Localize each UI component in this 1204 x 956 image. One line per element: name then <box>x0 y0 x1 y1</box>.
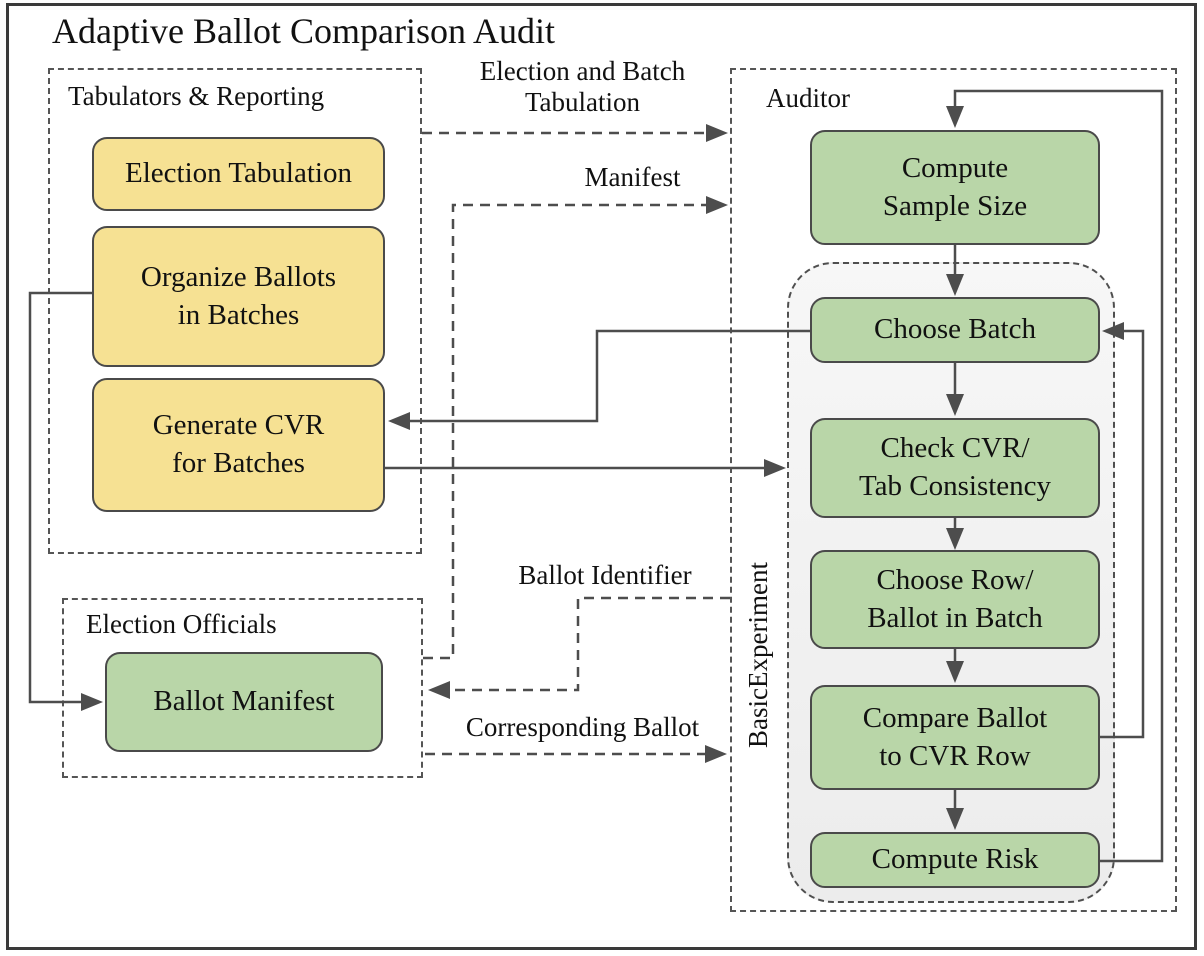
arrowhead-right-corresponding-ballot <box>705 745 727 763</box>
arrowhead-down-compare-ballot <box>946 661 964 683</box>
arrowhead-down-choose-row <box>946 528 964 550</box>
arrowhead-left-choose-batch-loop <box>1102 322 1124 340</box>
node-compare-ballot-to-cvr-row: Compare Ballot to CVR Row <box>810 685 1100 790</box>
node-organize-ballots-in-batches: Organize Ballots in Batches <box>92 226 385 367</box>
node-compute-risk: Compute Risk <box>810 832 1100 888</box>
edge-label-ballot-identifier: Ballot Identifier <box>518 560 692 590</box>
election-officials-container <box>62 598 423 778</box>
arrowhead-right-ballot-manifest <box>81 693 103 711</box>
arrowhead-left-ballot-identifier <box>428 681 450 699</box>
node-check-cvr-tab-consistency: Check CVR/ Tab Consistency <box>810 418 1100 518</box>
arrowhead-left-generate-cvr <box>388 412 410 430</box>
arrowhead-down-check-cvr <box>946 394 964 416</box>
arrowhead-down-choose-batch <box>946 274 964 296</box>
edge-label-election-and-batch-tabulation: Election and Batch Tabulation <box>479 56 686 117</box>
arrowhead-down-sample-size-loop <box>946 106 964 128</box>
arrowhead-down-compute-risk <box>946 808 964 830</box>
basic-experiment-label: BasicExperiment <box>743 562 773 748</box>
auditor-container <box>730 68 1177 912</box>
node-generate-cvr-for-batches: Generate CVR for Batches <box>92 378 385 512</box>
arrow-organize-ballots-to-ballot-manifest <box>28 291 92 704</box>
auditor-label: Auditor <box>766 83 850 113</box>
arrowhead-right-check-cvr-feed <box>764 459 786 477</box>
tabulators-reporting-label: Tabulators & Reporting <box>68 81 325 111</box>
arrowhead-right-election-batch <box>706 124 728 142</box>
node-choose-batch: Choose Batch <box>810 297 1100 363</box>
edge-label-manifest: Manifest <box>584 162 681 192</box>
diagram-title: Adaptive Ballot Comparison Audit <box>52 11 555 51</box>
election-officials-label: Election Officials <box>86 609 277 639</box>
dashed-line-manifest <box>423 203 706 660</box>
figure-border <box>6 3 1197 950</box>
dashed-line-ballot-identifier <box>450 596 730 692</box>
node-election-tabulation: Election Tabulation <box>92 137 385 211</box>
node-choose-row-ballot-in-batch: Choose Row/ Ballot in Batch <box>810 550 1100 649</box>
node-ballot-manifest: Ballot Manifest <box>105 652 383 752</box>
arrow-choose-batch-to-generate-cvr <box>410 329 810 423</box>
tabulators-reporting-container <box>48 68 422 554</box>
arrowhead-right-manifest <box>706 196 728 214</box>
node-compute-sample-size: Compute Sample Size <box>810 130 1100 245</box>
edge-label-corresponding-ballot: Corresponding Ballot <box>465 712 700 742</box>
arrow-compute-risk-loop-to-sample-size <box>953 89 1164 863</box>
arrow-compare-ballot-loop-to-choose-batch <box>1100 329 1145 739</box>
